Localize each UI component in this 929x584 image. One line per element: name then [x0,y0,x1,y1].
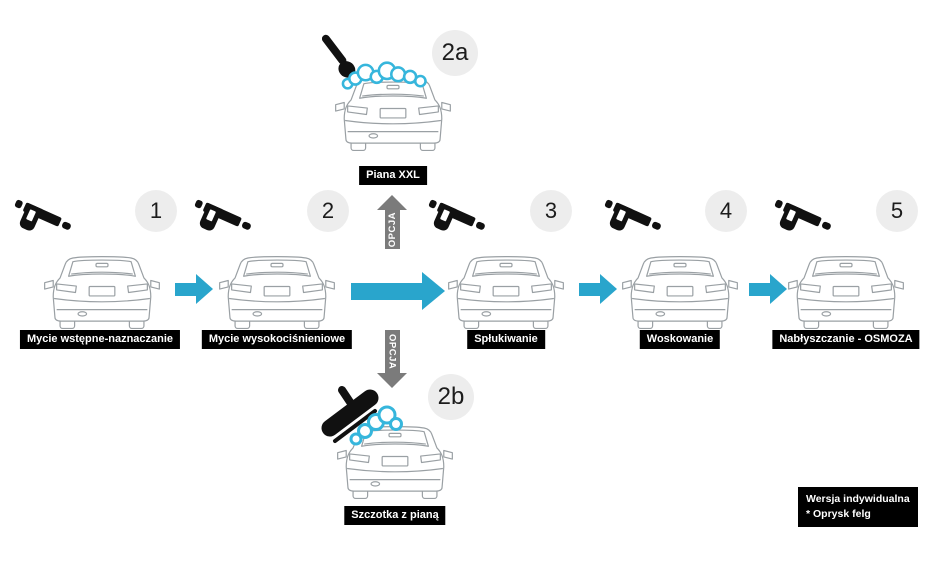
arrow-head [196,274,213,304]
spray-gun-icon [188,196,252,248]
step-label-piana-xxl: Piana XXL [359,166,427,185]
arrow-shaft [175,282,196,296]
legend-box: Wersja indywidualna * Oprysk felg [798,487,918,527]
flow-arrow-right-icon-4 [749,274,787,304]
legend-line-2: * Oprysk felg [806,508,871,520]
flow-arrow-right-icon-2 [351,272,445,310]
step-number-4: 4 [705,190,747,232]
car-illustration-step-3 [446,242,566,331]
option-arrow-up-head [377,195,407,210]
step-label-5: Nabłyszczanie - OSMOZA [772,330,920,349]
arrow-shaft [351,282,422,300]
step-label-4: Woskowanie [639,330,721,349]
step-number-2b: 2b [428,374,474,420]
flow-arrow-right-icon-3 [579,274,617,304]
arrow-head [600,274,617,304]
car-illustration-step-4 [620,242,740,331]
option-arrow-up-stem: OPCJA [384,210,400,249]
arrow-head [770,274,787,304]
step-number-3-text: 3 [544,198,558,223]
step-number-2-text: 2 [321,198,335,223]
spray-gun-icon [598,196,662,248]
arrow-head [422,272,445,310]
car-illustration-step-1 [42,242,162,331]
step-number-2a: 2a [432,30,478,76]
step-number-3: 3 [530,190,572,232]
legend-line-1: Wersja indywidualna [806,493,910,505]
arrow-shaft [579,282,600,296]
car-illustration-option-2b [335,412,455,501]
step-number-2b-text: 2b [437,383,465,410]
car-illustration-option-2a [333,61,453,153]
car-illustration-step-2 [217,242,337,331]
step-number-1-text: 1 [149,198,163,223]
option-arrow-down-label: OPCJA [386,333,398,370]
spray-gun-icon [8,196,72,248]
foam-brush-icon [320,386,404,456]
flow-arrow-right-icon-1 [175,274,213,304]
option-arrow-up-label: OPCJA [386,211,398,248]
car-illustration-step-5 [786,242,906,331]
step-number-2a-text: 2a [441,39,469,66]
step-label-1: Mycie wstępne-naznaczanie [19,330,181,349]
option-arrow-up-icon: OPCJA [377,195,407,249]
option-arrow-down-stem: OPCJA [384,330,400,373]
step-label-szczotka: Szczotka z pianą [344,506,446,525]
step-label-3: Spłukiwanie [467,330,545,349]
option-arrow-down-icon: OPCJA [377,330,407,388]
spray-gun-icon [768,196,832,248]
step-label-2: Mycie wysokociśnieniowe [201,330,353,349]
step-number-4-text: 4 [719,198,733,223]
spray-gun-icon [422,196,486,248]
step-number-5-text: 5 [890,198,904,223]
step-number-5: 5 [876,190,918,232]
step-number-1: 1 [135,190,177,232]
step-number-2: 2 [307,190,349,232]
arrow-shaft [749,282,770,296]
option-arrow-down-head [377,373,407,388]
